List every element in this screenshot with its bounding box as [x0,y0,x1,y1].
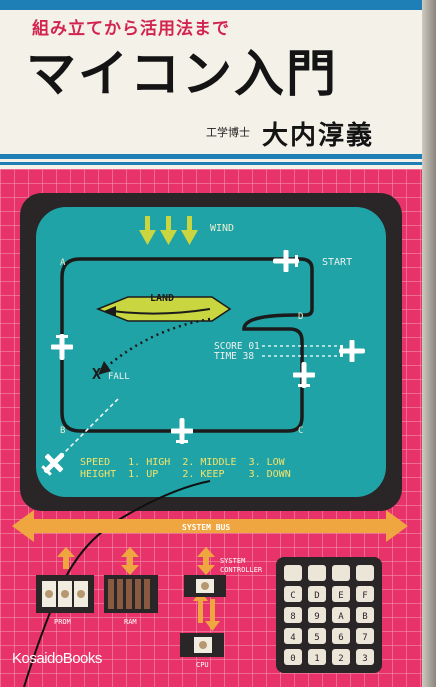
keypad-keys: C D E F 8 9 A B 4 5 6 7 0 1 2 3 [284,565,374,665]
keypad-key-label: 0 [290,654,295,664]
hex-keypad [276,557,382,673]
keypad-key [284,628,302,644]
cpu-dot [199,641,207,649]
keypad-key [356,649,374,665]
publisher-logo: KosaidoBooks [12,650,102,667]
keypad-key [332,649,350,665]
top-blue-band [0,0,422,10]
cover-illustration: WIND A B C D START LAND X FALL SCORE 01 … [0,169,422,687]
ram-label: RAM [124,618,137,626]
keypad-key-label: 5 [314,633,319,643]
author-role: 工学博士 [206,126,250,139]
landing-approach-line [111,308,211,315]
landing-runway [95,296,232,322]
fall-arrow-icon [98,361,111,375]
keypad-key [356,586,374,602]
crt-screen [36,207,386,497]
author-name: 大内淳義 [262,121,375,151]
wind-label: WIND [210,223,234,234]
keypad-key [308,586,326,602]
keypad-key [284,586,302,602]
keypad-key [356,607,374,623]
system-bus-label: SYSTEM BUS [182,523,230,532]
prom-dots [45,590,85,598]
keypad-key [308,565,326,581]
prom-label: PROM [54,618,71,626]
keypad-key-label: 2 [338,654,343,664]
keypad-key [356,628,374,644]
keypad-key [332,607,350,623]
start-label: START [322,257,352,268]
corner-c-label: C [298,426,303,436]
keypad-key [332,628,350,644]
corner-b-label: B [60,426,65,436]
ram-cells [108,579,150,609]
keypad-key-label: F [362,591,367,601]
spine-shadow [422,0,436,687]
landing-arrow-icon [104,306,116,316]
keypad-key [308,628,326,644]
keypad-key [332,586,350,602]
cpu-label: CPU [196,661,209,669]
keypad-key [284,649,302,665]
score-readout: SCORE 01 [214,341,260,352]
height-controls-row: HEIGHT 1. UP 2. KEEP 3. DOWN [80,469,291,480]
keypad-key [284,607,302,623]
keypad-key-label: 3 [362,654,367,664]
time-readout: TIME 38 [214,351,254,362]
keypad-key-label: B [362,612,367,622]
keypad-key-label: E [338,591,343,601]
keypad-key-label: 8 [290,612,295,622]
speed-controls-row: SPEED 1. HIGH 2. MIDDLE 3. LOW [80,457,286,468]
fall-label: FALL [108,372,130,382]
keypad-key-label: A [338,612,344,622]
land-label: LAND [150,293,174,304]
blue-rule-thick [0,154,422,159]
wind-arrows-icon [139,216,198,245]
book-title: マイコン入門 [26,45,338,103]
keypad-key-label: 6 [338,633,343,643]
cable-wire [23,480,211,687]
keypad-key [308,649,326,665]
keypad-key-label: 1 [314,654,319,664]
controller-label-line2: CONTROLLER [220,566,263,574]
corner-a-label: A [60,258,66,268]
keypad-key-label: 9 [314,612,319,622]
corner-d-label: D [298,312,303,322]
fall-x-mark-icon: X [92,365,101,383]
fall-trajectory-dotted [103,317,211,370]
keypad-key-label: 4 [290,633,295,643]
keypad-key-label: 7 [362,633,367,643]
keypad-key [356,565,374,581]
bus-connector-arrows [57,547,220,631]
controller-dot [201,582,209,590]
flight-circuit-path [60,257,314,433]
book-subtitle: 組み立てから活用法まで [32,19,230,39]
system-bus-arrow [12,510,408,542]
keypad-key [332,565,350,581]
keypad-key [284,565,302,581]
keypad-key-label: D [314,591,319,601]
keypad-key-label: C [290,591,295,601]
blue-rule-thin [0,162,422,165]
controller-label-line1: SYSTEM [220,557,245,565]
keypad-key [308,607,326,623]
